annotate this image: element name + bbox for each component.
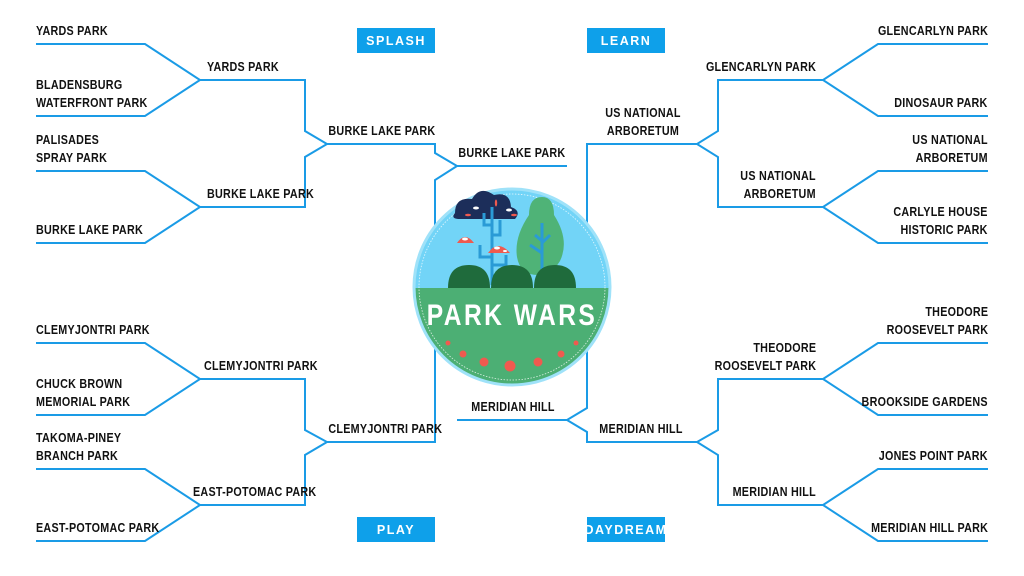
navy-tree-icon: [453, 190, 518, 285]
category-daydream: DAYDREAM: [584, 517, 666, 542]
logo-title: PARK WARS: [427, 298, 598, 332]
bracket-entry: GLENCARLYN PARK: [705, 60, 816, 74]
bracket-entry: EAST-POTOMAC PARK: [193, 485, 317, 499]
bracket-entry: YARDS PARK: [207, 60, 279, 74]
bracket-entry: BURKE LAKE PARK: [207, 187, 315, 201]
park-wars-logo: PARK WARS: [412, 187, 612, 387]
finalist-left: BURKE LAKE PARK: [458, 146, 566, 160]
bracket-entry: JONES POINT PARK: [878, 449, 988, 463]
bracket-entry: CLEMYJONTRI PARK: [204, 359, 318, 373]
green-tree-icon: [516, 197, 564, 285]
bracket-entry: YARDS PARK: [36, 24, 108, 38]
bracket-entry: MERIDIAN HILL: [599, 422, 683, 436]
bracket-entry: MERIDIAN HILL PARK: [870, 521, 988, 535]
bracket-entry: BURKE LAKE PARK: [328, 124, 436, 138]
category-learn: LEARN: [587, 28, 665, 53]
bracket-entry: BROOKSIDE GARDENS: [861, 395, 988, 409]
hills-icon: [448, 265, 576, 288]
bracket-entry: CLEMYJONTRI PARK: [328, 422, 443, 436]
bracket-entry: EAST-POTOMAC PARK: [36, 521, 160, 535]
bracket-entry: DINOSAUR PARK: [894, 96, 988, 110]
mushroom-icon: [457, 237, 510, 253]
bracket-entry: CLEMYJONTRI PARK: [36, 323, 150, 337]
stars-icon: [445, 340, 579, 372]
finalist-right: MERIDIAN HILL: [471, 400, 555, 414]
bracket-entry: GLENCARLYN PARK: [877, 24, 988, 38]
category-splash: SPLASH: [357, 28, 435, 53]
bracket-entry: MERIDIAN HILL: [732, 485, 816, 499]
category-play: PLAY: [357, 517, 435, 542]
bracket-entry: BURKE LAKE PARK: [36, 223, 144, 237]
